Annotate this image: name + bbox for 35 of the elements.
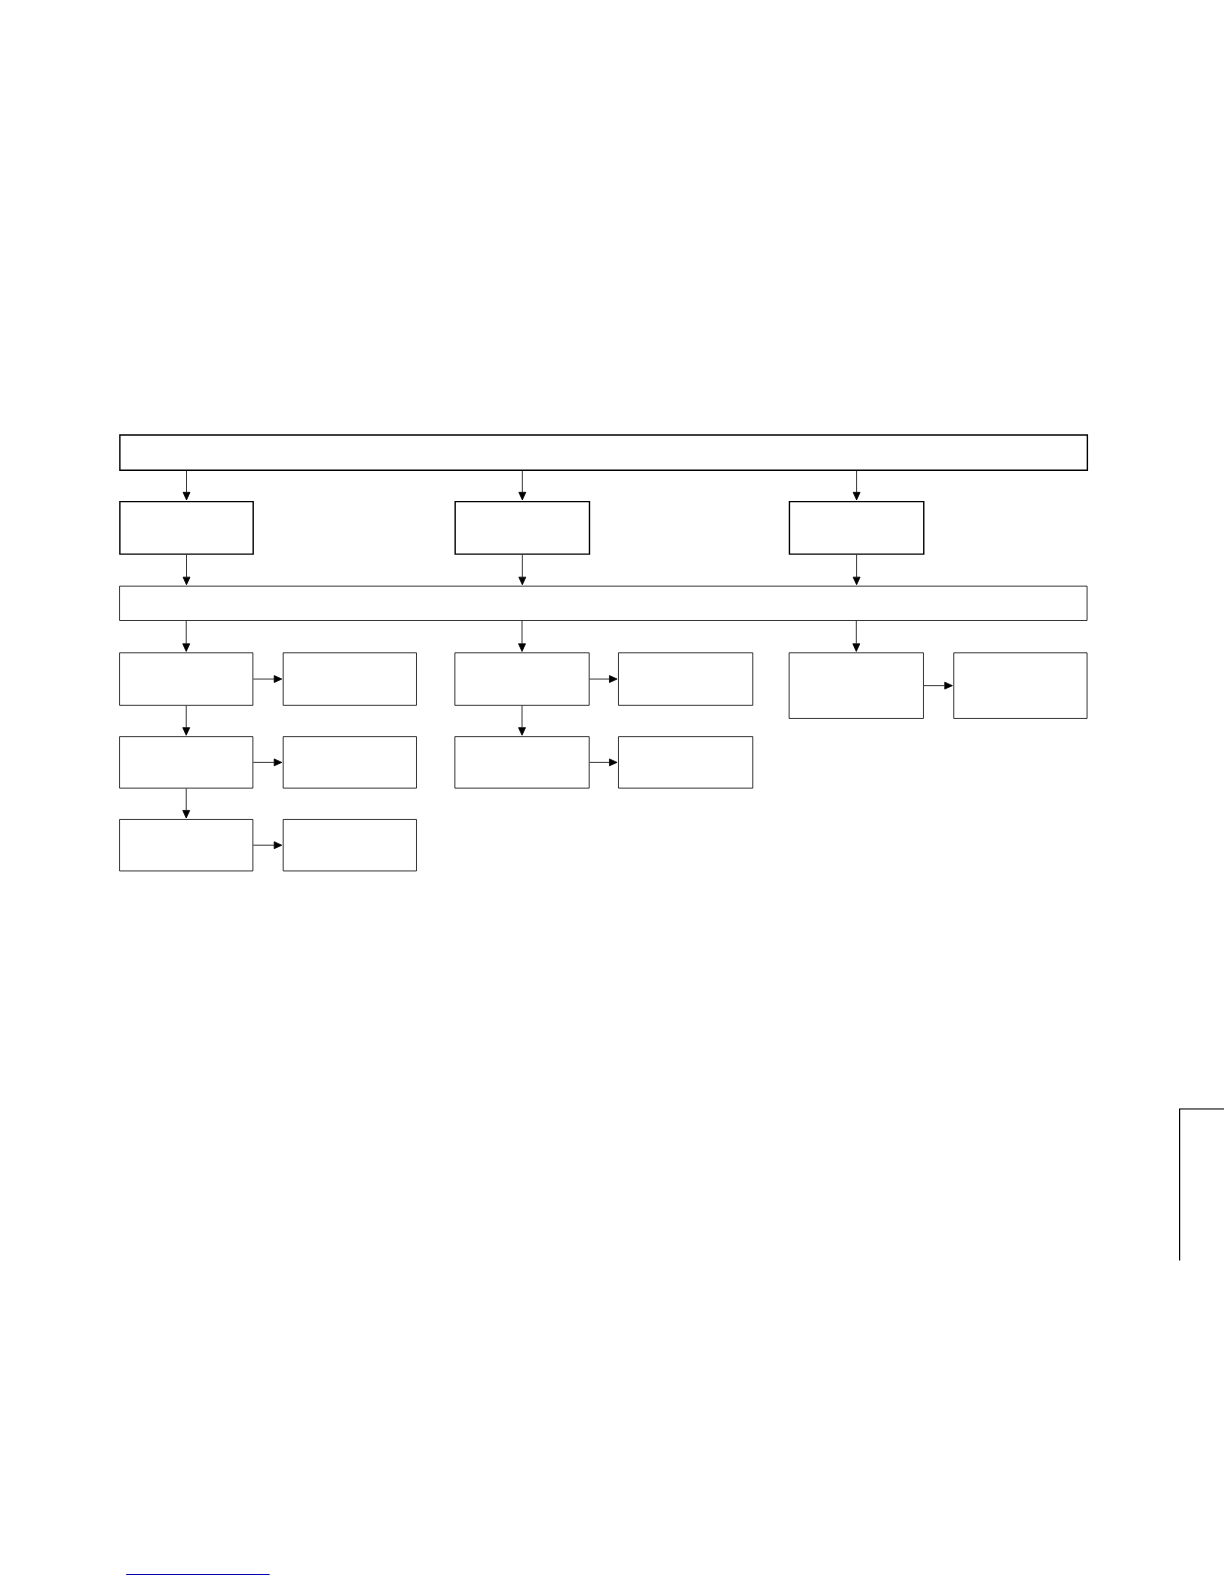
process-box — [282, 736, 417, 789]
process-box — [788, 500, 925, 555]
process-box — [618, 652, 754, 706]
arrow — [518, 470, 527, 501]
arrow — [182, 705, 191, 736]
process-box — [119, 500, 254, 555]
arrow — [252, 841, 283, 850]
arrow — [182, 788, 191, 819]
arrow — [252, 758, 283, 767]
process-box — [953, 652, 1088, 719]
process-box — [618, 736, 754, 789]
process-box — [119, 819, 254, 872]
process-box — [119, 652, 254, 706]
arrow — [182, 620, 191, 652]
process-box — [788, 652, 924, 719]
process-box — [119, 434, 1089, 471]
process-box — [454, 736, 590, 789]
process-box — [282, 819, 417, 872]
arrow — [518, 554, 527, 586]
arrow — [852, 620, 861, 652]
arrow — [852, 554, 861, 586]
arrow — [252, 675, 283, 683]
arrow — [518, 705, 526, 736]
arrow — [923, 681, 953, 690]
process-box — [119, 736, 254, 789]
arrow — [852, 470, 861, 501]
arrow — [182, 554, 191, 586]
arrow — [182, 470, 191, 501]
process-box — [282, 652, 417, 706]
process-box — [454, 652, 590, 706]
arrow — [589, 675, 618, 683]
arrow — [518, 620, 526, 652]
process-box — [119, 585, 1088, 621]
arrow — [589, 758, 618, 767]
process-box — [454, 500, 591, 555]
